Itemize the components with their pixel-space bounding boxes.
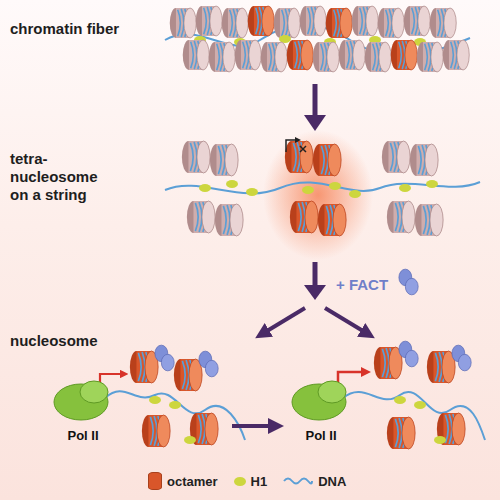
legend-text: H1 (251, 474, 268, 489)
legend-swatch (148, 472, 162, 490)
figure-label: chromatin fiber (10, 20, 170, 38)
dna-sample (284, 479, 312, 484)
figure-label: nucleosome (10, 332, 130, 350)
polymerase-shape (286, 376, 356, 424)
tetranucleosome (165, 130, 480, 260)
polymerase-lobe (318, 381, 346, 403)
node-label: Pol II (48, 428, 118, 443)
legend-text: octamer (167, 474, 218, 489)
polymerase-blob: Pol II (286, 376, 356, 454)
fact-nucleosomes-right (338, 341, 485, 449)
process-arrow (232, 424, 276, 428)
polymerase-shape (48, 376, 118, 424)
polymerase-blob: Pol II (48, 376, 118, 454)
process-arrow (262, 262, 418, 334)
legend-line-sample (283, 475, 313, 487)
figure-label: + FACT (336, 276, 416, 294)
chromatin-fiber (165, 6, 470, 72)
legend-item: DNA (283, 474, 346, 489)
polymerase-lobe (80, 381, 108, 403)
legend-item: octamer (148, 472, 218, 490)
legend-swatch (234, 477, 246, 486)
process-arrow (304, 84, 326, 131)
legend-item: H1 (234, 474, 268, 489)
legend-text: DNA (318, 474, 346, 489)
node-label: Pol II (286, 428, 356, 443)
fact-nucleosomes-left (100, 345, 245, 447)
figure-label: tetra- nucleosome on a string (10, 150, 102, 204)
legend: octamer H1 DNA (148, 472, 346, 490)
